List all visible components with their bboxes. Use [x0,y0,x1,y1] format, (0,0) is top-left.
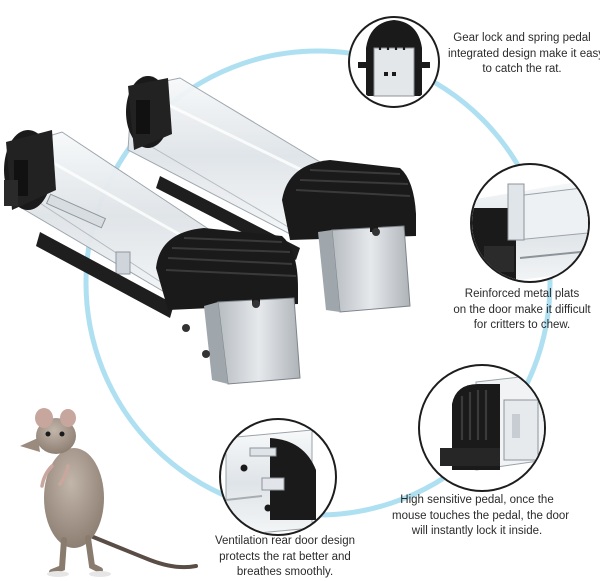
caption-pedal: High sensitive pedal, once the mouse tou… [392,493,570,540]
caption-line: Gear lock and spring pedal [453,32,591,44]
caption-line: will instantly lock it inside. [411,525,543,537]
caption-line: mouse touches the pedal, the door [392,509,570,522]
caption-line: to catch the rat. [482,63,562,75]
caption-line: on the door make it difficult [453,303,591,316]
caption-line: for critters to chew. [473,319,571,331]
rat-photo [20,408,198,577]
caption-line: Reinforced metal plats [464,288,580,300]
front-trap [4,130,301,385]
caption-gear-lock: Gear lock and spring pedal integrated de… [448,31,600,78]
detail-ventilation [219,418,337,536]
caption-metal-plats: Reinforced metal plats on the door make … [452,287,592,334]
detail-gear-lock [348,16,440,108]
caption-line: integrated design make it easy [448,47,600,60]
caption-ventilation: Ventilation rear door design protects th… [210,534,360,581]
caption-line: breathes smoothly. [236,566,334,578]
detail-pedal [418,364,546,492]
caption-line: High sensitive pedal, once the [400,494,554,506]
detail-metal-plats [470,163,590,283]
caption-line: protects the rat better and [219,550,351,563]
caption-line: Ventilation rear door design [214,535,355,547]
